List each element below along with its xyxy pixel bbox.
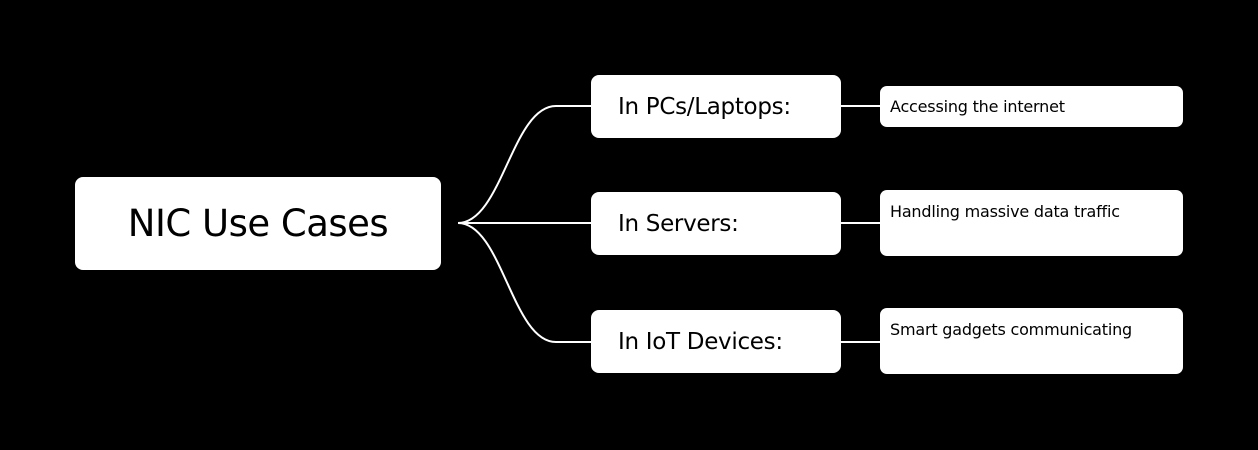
connector-root-to-pcs [457, 105, 591, 224]
branch-node-iot-devices: In IoT Devices: [591, 310, 841, 373]
branch-node-label: In PCs/Laptops: [618, 93, 791, 120]
root-node-label: NIC Use Cases [127, 202, 389, 245]
detail-node-servers: Handling massive data traffic [880, 190, 1183, 256]
root-node: NIC Use Cases [75, 177, 441, 270]
branch-node-label: In Servers: [618, 210, 739, 237]
detail-node-text: Smart gadgets communicating [890, 320, 1132, 339]
detail-node-text: Accessing the internet [890, 97, 1065, 116]
detail-node-pcs-laptops: Accessing the internet [880, 86, 1183, 127]
detail-node-iot-devices: Smart gadgets communicating [880, 308, 1183, 374]
branch-node-label: In IoT Devices: [618, 328, 783, 355]
branch-node-servers: In Servers: [591, 192, 841, 255]
detail-node-text: Handling massive data traffic [890, 202, 1120, 221]
branch-node-pcs-laptops: In PCs/Laptops: [591, 75, 841, 138]
connector-root-to-iot [457, 222, 591, 343]
